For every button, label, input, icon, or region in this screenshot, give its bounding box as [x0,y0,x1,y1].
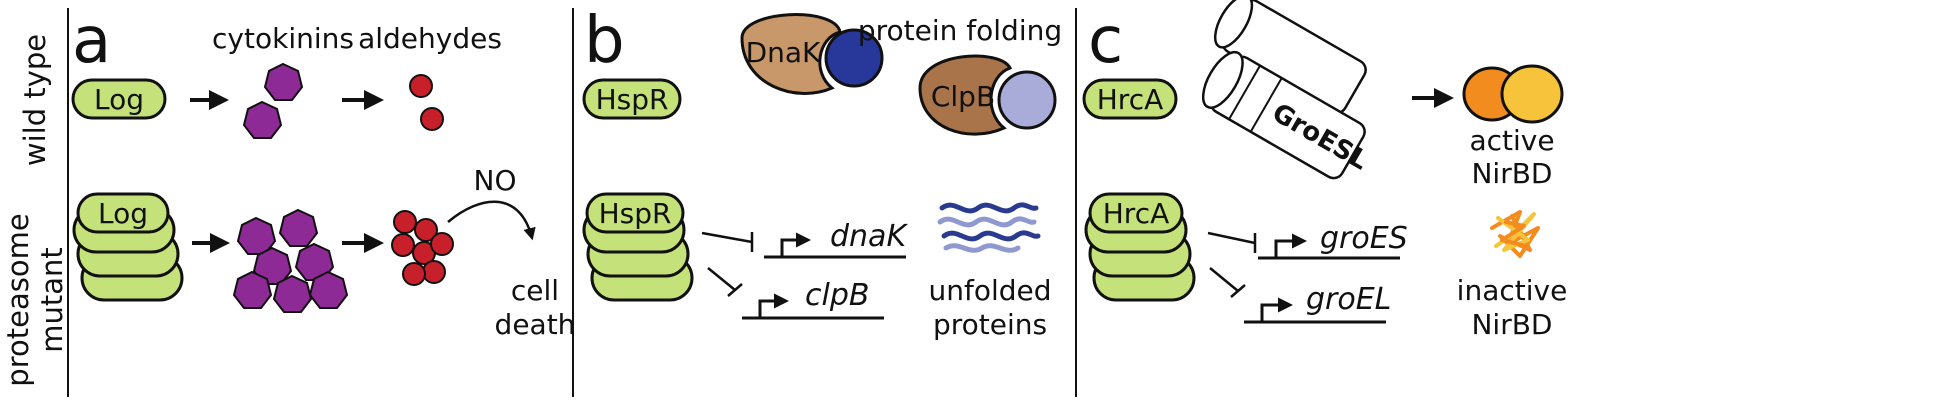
groel-promoter-arrow [1260,297,1293,322]
cytokinin-hexagon [272,274,313,313]
aldehyde-dot [409,74,433,98]
hrca-label-wildtype: HrcA [1097,83,1164,116]
log-label-mutant: Log [98,197,148,230]
aldehyde-dot [430,232,454,256]
active-label: active [1469,124,1554,157]
proteins-label: proteins [933,308,1047,341]
inactive-label: inactive [1457,274,1568,307]
cytokinin-hexagon [278,208,319,247]
hrca-pill-mutant [1088,192,1184,234]
hrca-label-mutant: HrcA [1103,197,1170,230]
row-label-mutant: mutant [35,247,69,353]
cell-label: cell [511,274,559,307]
hspr-label-wildtype: HspR [596,83,669,116]
dnak-label: DnaK [746,36,821,69]
hspr-label-mutant: HspR [599,197,672,230]
panel-letter-c: c [1088,4,1123,78]
repression-groel [1209,267,1246,298]
groesl-complex: GroESL [1201,0,1373,180]
dnak-gene-label: dnaK [830,219,908,254]
cytokinin-hexagon [232,270,273,309]
clpb-crescent [918,54,1013,136]
unfolded-protein-icon [937,202,1041,253]
cytokinin-cluster [232,208,349,313]
row-label-proteasome: proteasome [1,213,35,386]
clpb-partner [997,70,1057,130]
aldehyde-dot [393,210,417,234]
panel-letter-a: a [72,4,111,78]
aldehydes-label: aldehydes [358,22,502,55]
clpb-promoter-arrow [758,293,789,318]
groesl-barrel-back-cap [1213,0,1254,49]
log-pill-wildtype [71,78,167,120]
nirbd-active-yellow [1500,64,1564,124]
groesl-ring-line [1228,65,1261,120]
clpb-label: ClpB [931,80,995,113]
protein-folding-label: protein folding [858,14,1062,47]
repression-groes [1207,231,1257,253]
log-pill-mutant [76,192,170,234]
groel-gene-label: groEL [1306,282,1391,317]
hspr-pill-wildtype [582,78,682,120]
hspr-pill-mutant [585,192,685,234]
hrca-pill-wildtype [1082,78,1178,120]
groesl-ring-line [1249,77,1283,133]
cytokinins-label: cytokinins [212,22,354,55]
groesl-barrel-front-cap [1201,50,1244,109]
death-label: death [495,308,576,341]
inactive-nirbd-label: NirBD [1471,308,1552,341]
aldehyde-dot [420,107,444,131]
dnak-partner [824,28,884,88]
aldehyde-dot [402,262,426,286]
active-nirbd-label: NirBD [1471,157,1552,190]
panel-letter-b: b [584,4,625,78]
aldehyde-cluster [391,210,454,286]
nirbd-inactive-tangle [1490,210,1540,258]
cytokinin-hexagon [242,100,283,139]
cytokinin-hexagon [263,62,304,101]
aldehyde-dot [414,218,438,242]
unfolded-label: unfolded [928,274,1051,307]
cytokinin-hexagon [252,246,293,285]
cytokinin-hexagon [308,270,349,309]
aldehyde-dot [391,233,415,257]
repression-dnak [701,231,754,252]
log-label-wildtype: Log [94,83,144,116]
dnak-crescent [740,13,842,95]
row-label-wild-type: wild type [18,34,52,166]
no-curved-arrow [447,200,536,241]
cytokinin-hexagon [236,216,277,255]
no-label: NO [474,164,517,197]
aldehyde-dot [422,260,446,284]
repression-clpb [707,267,743,297]
clpb-gene-label: clpB [805,278,869,313]
groes-gene-label: groES [1320,221,1408,256]
dnak-promoter-arrow [780,232,811,257]
groes-promoter-arrow [1274,233,1307,258]
